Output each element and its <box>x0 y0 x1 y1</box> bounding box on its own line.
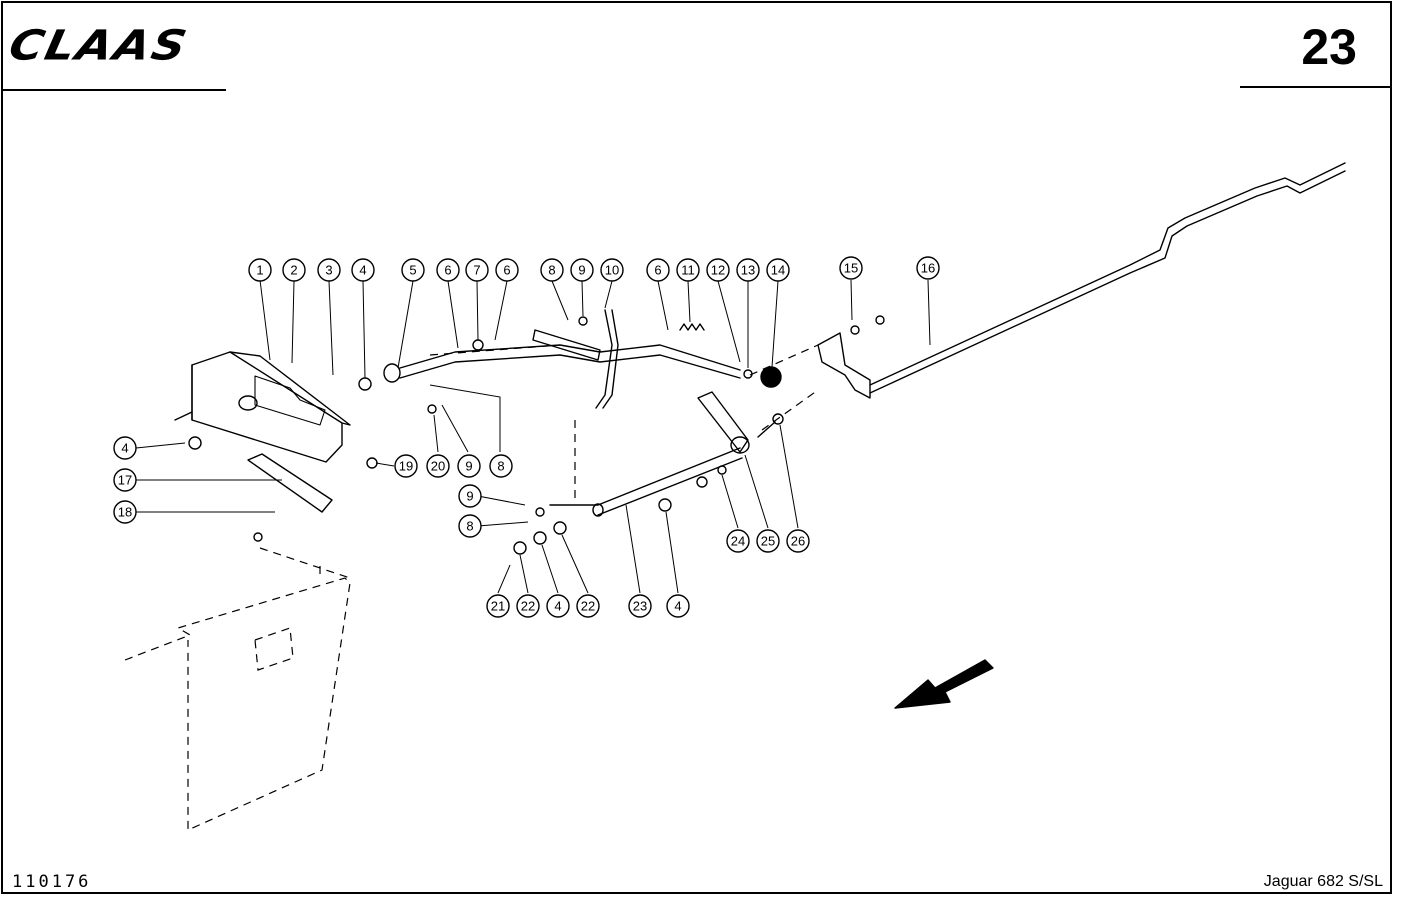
vertical-link <box>595 309 613 409</box>
callout-number: 24 <box>731 534 745 549</box>
callout-number: 17 <box>118 473 132 488</box>
callout: 9 <box>457 454 481 478</box>
callout-number: 14 <box>771 263 785 278</box>
callout-number: 23 <box>633 599 647 614</box>
callout: 22 <box>516 594 540 618</box>
callout: 6 <box>495 258 519 282</box>
drawing-number: 110176 <box>12 872 92 892</box>
cab-panel-outline <box>124 577 351 831</box>
callout-number: 1 <box>256 263 263 278</box>
callout-number: 9 <box>465 459 472 474</box>
callout-number: 4 <box>359 263 366 278</box>
callout-number: 8 <box>466 519 473 534</box>
callout-number: 6 <box>444 263 451 278</box>
callout-number: 19 <box>399 459 413 474</box>
knob <box>760 366 782 388</box>
rod-bracket <box>817 332 871 399</box>
callout-number: 8 <box>548 263 555 278</box>
callout: 17 <box>113 468 137 492</box>
callout: 21 <box>486 594 510 618</box>
callout: 23 <box>628 594 652 618</box>
shift-housing <box>191 351 343 463</box>
callout: 16 <box>916 256 940 280</box>
callout-number: 4 <box>121 441 128 456</box>
callout: 4 <box>351 258 375 282</box>
callout: 7 <box>465 258 489 282</box>
callout-number: 2 <box>290 263 297 278</box>
callout: 8 <box>489 454 513 478</box>
callout-number: 11 <box>681 263 695 278</box>
header-rule-right <box>1240 86 1392 88</box>
callout: 19 <box>394 454 418 478</box>
model-name: Jaguar 682 S/SL <box>1263 873 1383 890</box>
callout: 8 <box>458 514 482 538</box>
callout-number: 4 <box>554 599 561 614</box>
callout: 22 <box>576 594 600 618</box>
callout: 25 <box>756 529 780 553</box>
callout-number: 15 <box>844 261 858 276</box>
header-rule-left <box>3 89 226 91</box>
callout: 11 <box>676 258 700 282</box>
callout: 14 <box>766 258 790 282</box>
direction-arrow <box>894 659 994 709</box>
shift-arm <box>697 391 749 453</box>
callout: 5 <box>401 258 425 282</box>
callout-number: 13 <box>741 263 755 278</box>
callout: 1 <box>248 258 272 282</box>
callout: 9 <box>570 258 594 282</box>
callout: 12 <box>706 258 730 282</box>
callout-number: 12 <box>711 263 725 278</box>
callout-number: 9 <box>466 489 473 504</box>
callout-number: 5 <box>409 263 416 278</box>
page-number: 23 <box>1301 19 1357 75</box>
callout: 10 <box>600 258 624 282</box>
callout: 6 <box>436 258 460 282</box>
callout: 4 <box>546 594 570 618</box>
callout: 18 <box>113 500 137 524</box>
callout-number: 6 <box>654 263 661 278</box>
callout: 15 <box>839 256 863 280</box>
callout: 8 <box>540 258 564 282</box>
callout-number: 20 <box>431 459 445 474</box>
callout-number: 18 <box>118 505 132 520</box>
callout: 2 <box>282 258 306 282</box>
callout-number: 16 <box>921 261 935 276</box>
gate-plate <box>247 453 333 513</box>
callout-number: 3 <box>325 263 332 278</box>
callout: 4 <box>113 436 137 460</box>
callout-number: 25 <box>761 534 775 549</box>
callout: 26 <box>786 529 810 553</box>
callout: 9 <box>458 484 482 508</box>
callout-number: 8 <box>497 459 504 474</box>
callout-number: 22 <box>581 599 595 614</box>
callout: 3 <box>317 258 341 282</box>
shift-rod <box>869 162 1346 386</box>
callout: 4 <box>666 594 690 618</box>
callout-number: 7 <box>473 263 480 278</box>
callout-number: 9 <box>578 263 585 278</box>
callout: 24 <box>726 529 750 553</box>
callout-number: 21 <box>491 599 505 614</box>
callout: 6 <box>646 258 670 282</box>
callout-number: 26 <box>791 534 805 549</box>
cross-shaft <box>549 447 743 516</box>
callout-number: 4 <box>674 599 681 614</box>
callout-number: 10 <box>605 263 619 278</box>
callout-number: 22 <box>521 599 535 614</box>
callout-number: 6 <box>503 263 510 278</box>
shift-lever <box>399 344 741 371</box>
callout: 13 <box>736 258 760 282</box>
callout: 20 <box>426 454 450 478</box>
